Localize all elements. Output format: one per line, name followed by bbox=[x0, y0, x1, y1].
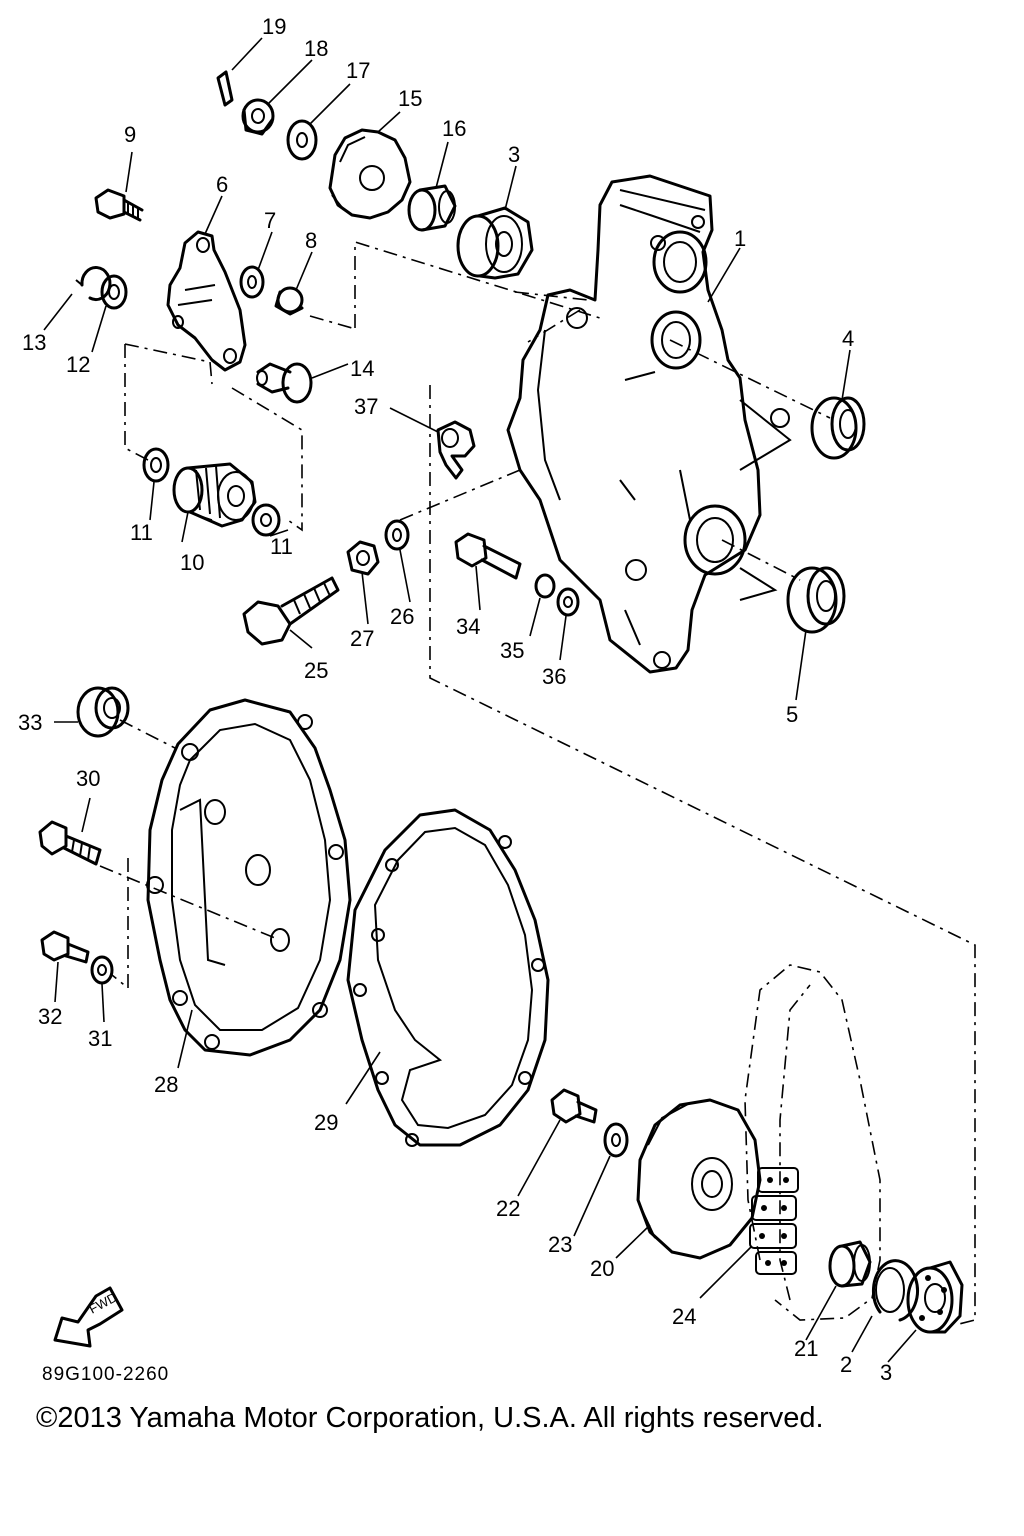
lockwasher-35 bbox=[534, 573, 556, 599]
callout-5: 5 bbox=[786, 702, 798, 727]
callout-labels: 1 2 3 3 4 5 6 7 8 9 10 11 11 12 13 14 15… bbox=[18, 14, 892, 1385]
bearing-3-lower bbox=[906, 1260, 964, 1334]
callout-37: 37 bbox=[354, 394, 378, 419]
callout-33: 33 bbox=[18, 710, 42, 735]
collar-16 bbox=[407, 184, 457, 232]
washer-31 bbox=[90, 955, 114, 985]
circlip-2 bbox=[871, 1259, 919, 1322]
callout-20: 20 bbox=[590, 1256, 614, 1281]
cover-28 bbox=[146, 698, 352, 1057]
callout-12: 12 bbox=[66, 352, 90, 377]
gasket-29 bbox=[346, 808, 550, 1147]
washer-36 bbox=[556, 587, 580, 617]
nut-18 bbox=[241, 98, 275, 136]
callout-25: 25 bbox=[304, 658, 328, 683]
arm-bracket-6 bbox=[166, 230, 247, 372]
bolt-30 bbox=[38, 820, 102, 866]
bearing-3-upper bbox=[456, 206, 534, 280]
sprocket-15 bbox=[328, 128, 412, 220]
bolt-22 bbox=[550, 1088, 598, 1124]
fwd-arrow-icon: FWD bbox=[53, 1286, 124, 1348]
callout-27: 27 bbox=[350, 626, 374, 651]
cotter-pin-19 bbox=[216, 70, 234, 107]
callout-22: 22 bbox=[496, 1196, 520, 1221]
callout-7: 7 bbox=[264, 208, 276, 233]
callout-29: 29 bbox=[314, 1110, 338, 1135]
main-case bbox=[506, 174, 792, 674]
callout-31: 31 bbox=[88, 1026, 112, 1051]
callout-36: 36 bbox=[542, 664, 566, 689]
callout-11-right: 11 bbox=[270, 534, 293, 559]
nut-27 bbox=[346, 540, 380, 576]
circlip-13 bbox=[75, 266, 112, 301]
callout-26: 26 bbox=[390, 604, 414, 629]
callout-17: 17 bbox=[346, 58, 370, 83]
assembly-lines bbox=[99, 240, 976, 1326]
bolt-9 bbox=[94, 188, 144, 222]
sprocket-20 bbox=[636, 1098, 762, 1260]
callout-10: 10 bbox=[180, 550, 204, 575]
callout-3-upper: 3 bbox=[508, 142, 520, 167]
callout-1: 1 bbox=[734, 226, 746, 251]
callout-30: 30 bbox=[76, 766, 100, 791]
pin-14 bbox=[256, 362, 313, 404]
oil-seal-5 bbox=[786, 566, 846, 634]
bolt-25 bbox=[242, 576, 340, 646]
callout-4: 4 bbox=[842, 326, 854, 351]
washer-11-right bbox=[251, 503, 281, 537]
callout-6: 6 bbox=[216, 172, 228, 197]
callout-11-left: 11 bbox=[130, 520, 153, 545]
cap-33 bbox=[76, 686, 130, 738]
callout-3-lower: 3 bbox=[880, 1360, 892, 1385]
callout-18: 18 bbox=[304, 36, 328, 61]
fitting-37 bbox=[436, 420, 476, 480]
washer-11-left bbox=[142, 447, 170, 483]
callout-16: 16 bbox=[442, 116, 466, 141]
diagram-code: 89G100-2260 bbox=[42, 1364, 170, 1385]
bolt-34 bbox=[454, 532, 522, 580]
washer-7 bbox=[239, 265, 265, 299]
callout-9: 9 bbox=[124, 122, 136, 147]
callout-19: 19 bbox=[262, 14, 286, 39]
callout-35: 35 bbox=[500, 638, 524, 663]
washer-12 bbox=[100, 274, 128, 310]
callout-13: 13 bbox=[22, 330, 46, 355]
washer-17 bbox=[286, 119, 318, 161]
callout-21: 21 bbox=[794, 1336, 818, 1361]
oil-seal-4 bbox=[810, 396, 866, 460]
callout-2: 2 bbox=[840, 1352, 852, 1377]
callout-34: 34 bbox=[456, 614, 480, 639]
washer-23 bbox=[603, 1122, 629, 1158]
roller-10 bbox=[172, 462, 257, 528]
callout-15: 15 bbox=[398, 86, 422, 111]
copyright-notice: ©2013 Yamaha Motor Corporation, U.S.A. A… bbox=[36, 1402, 824, 1434]
callout-8: 8 bbox=[305, 228, 317, 253]
fwd-label: FWD bbox=[86, 1290, 119, 1317]
leader-lines bbox=[43, 37, 917, 1363]
callout-28: 28 bbox=[154, 1072, 178, 1097]
collar-8 bbox=[274, 286, 304, 316]
bolt-32 bbox=[40, 930, 90, 964]
washer-26 bbox=[384, 519, 410, 551]
callout-24: 24 bbox=[672, 1304, 696, 1329]
callout-23: 23 bbox=[548, 1232, 572, 1257]
callout-14: 14 bbox=[350, 356, 374, 381]
chain-24 bbox=[744, 964, 881, 1321]
collar-21 bbox=[828, 1240, 872, 1288]
callout-32: 32 bbox=[38, 1004, 62, 1029]
